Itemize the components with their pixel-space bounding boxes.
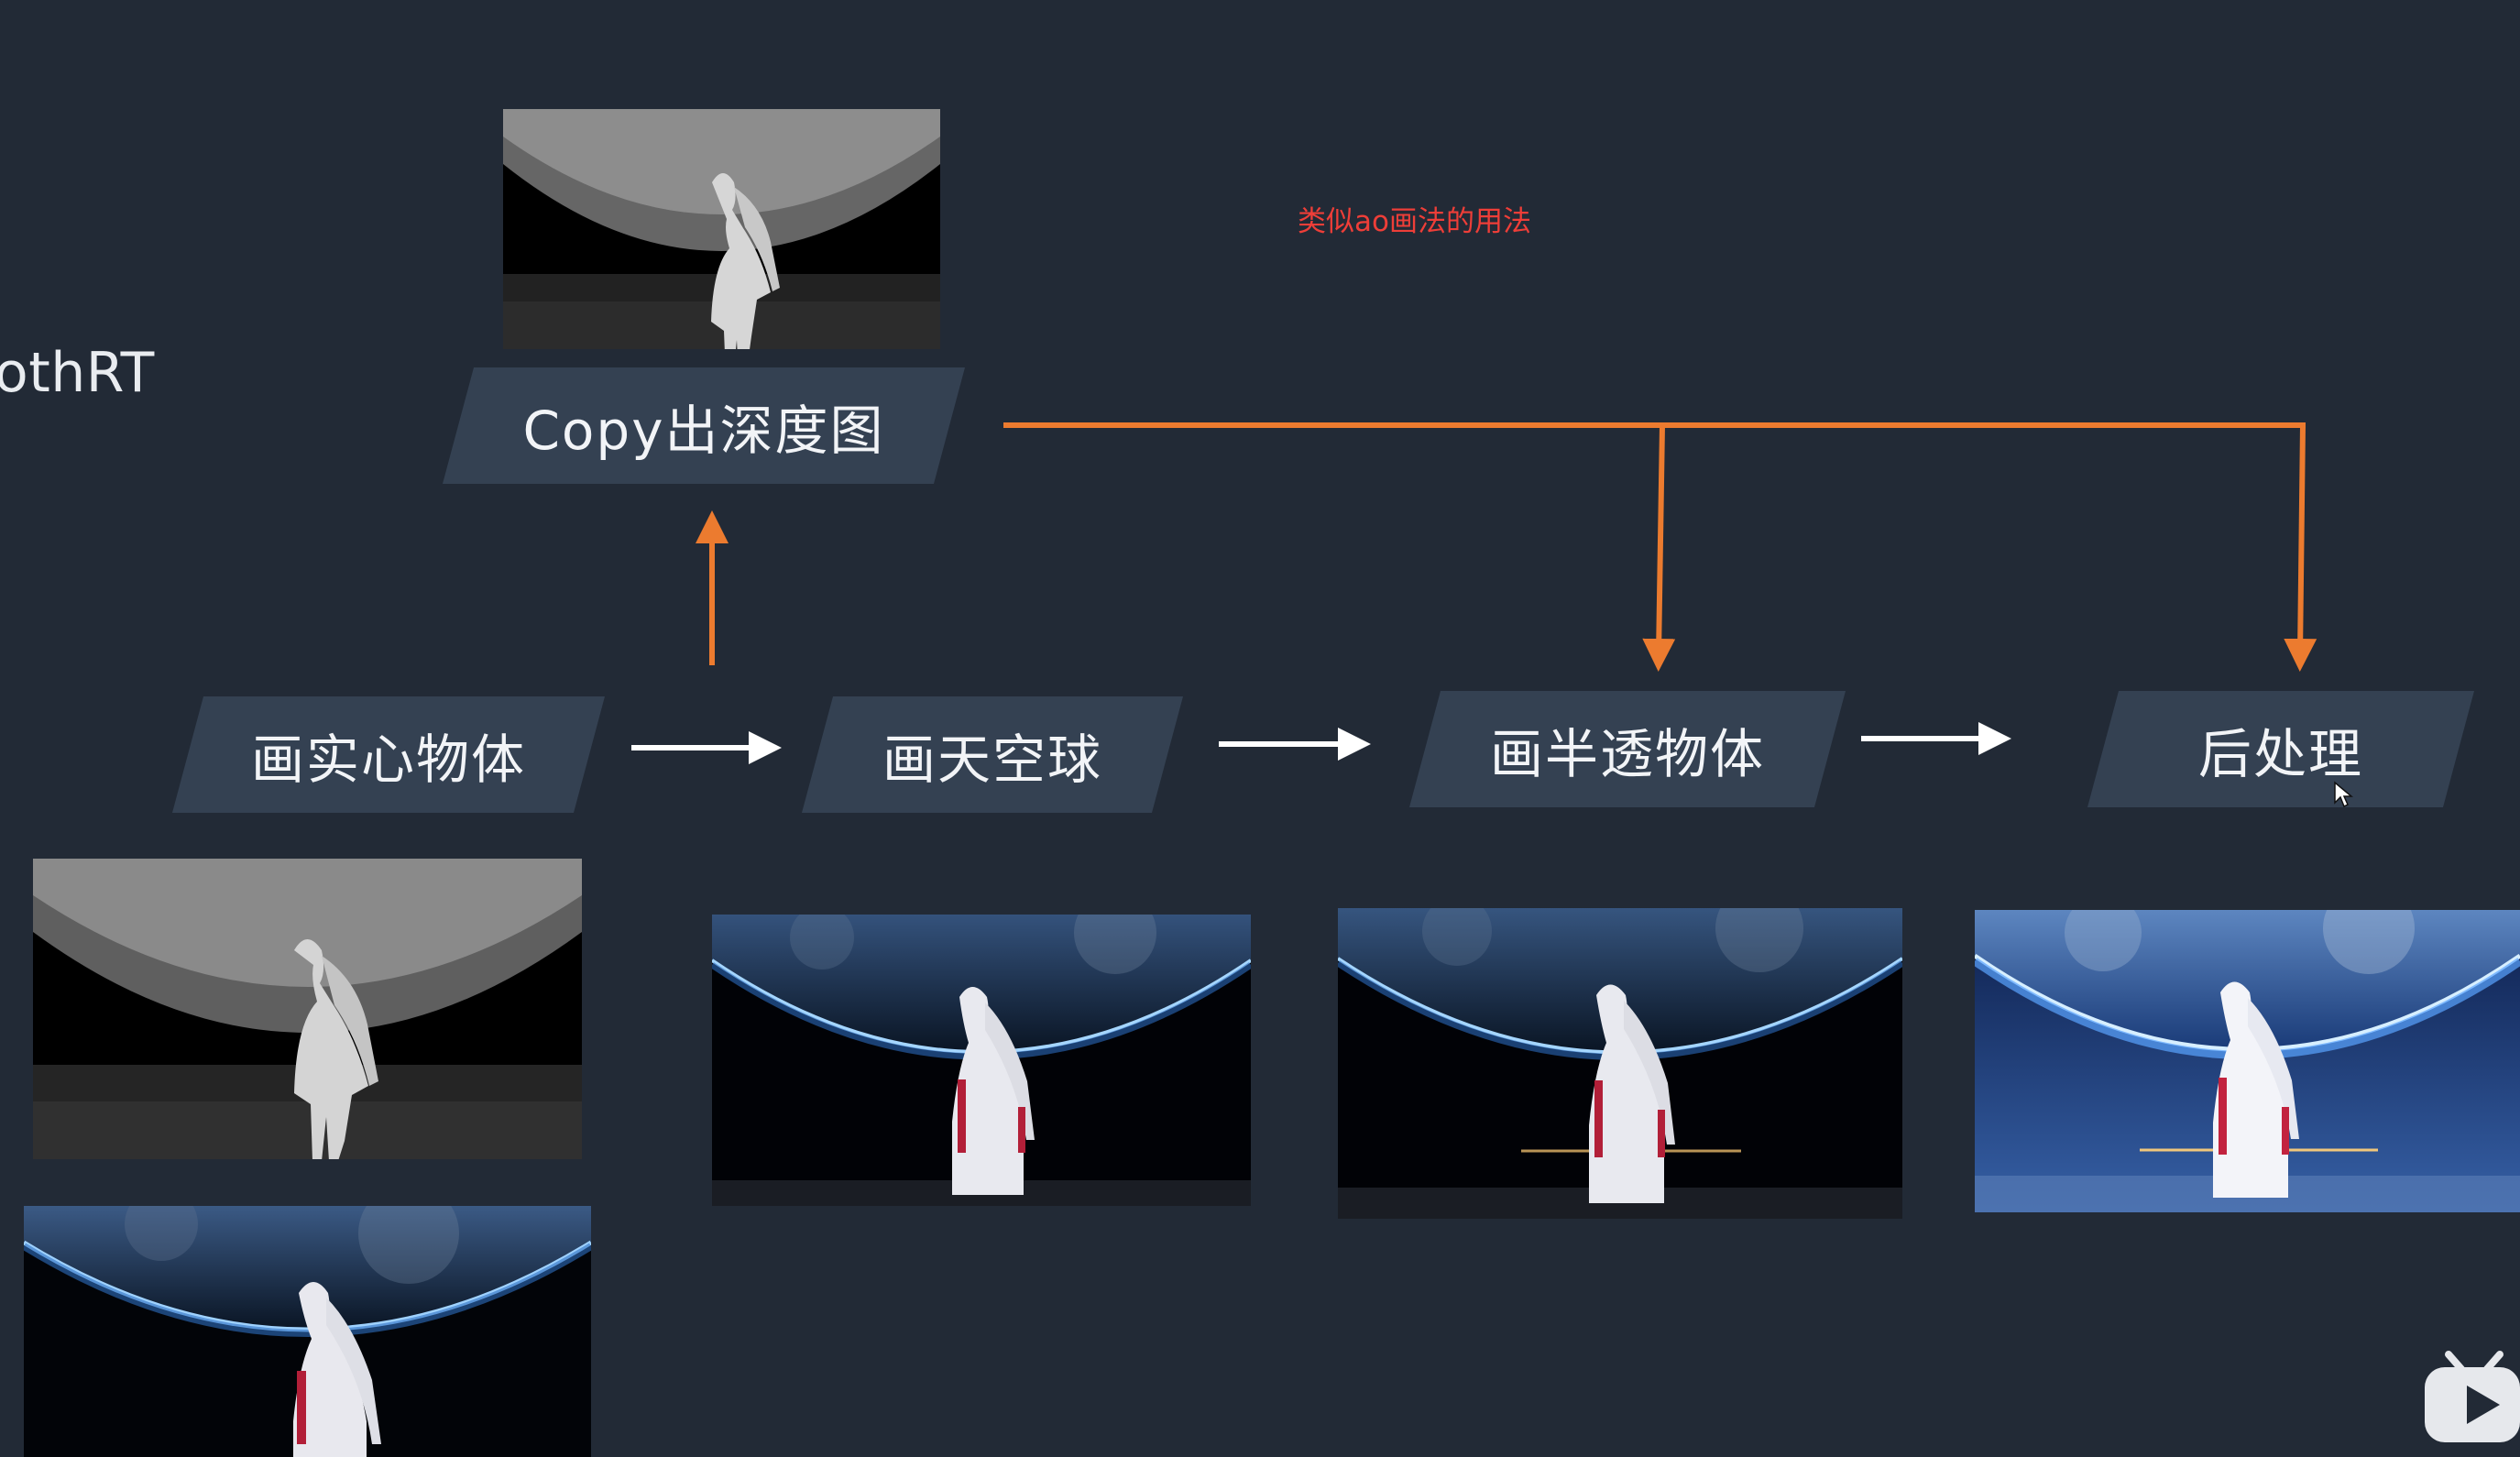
video-watermark-icon [2425,1351,2520,1442]
node-post-process: 后处理 [2087,691,2475,807]
node-draw-opaque: 画实心物体 [171,696,606,813]
post-process-render-thumbnail [1975,910,2520,1212]
transparent-render-thumbnail [1338,908,1902,1219]
skybox-render-thumbnail [712,915,1251,1206]
cut-off-label: othRT [0,341,155,405]
arrow-depth-to-transparent [1642,424,1676,672]
node-draw-transparent-label: 画半透物体 [1489,722,1765,785]
node-draw-opaque-label: 画实心物体 [250,728,526,791]
opaque-render-thumbnail [24,1206,591,1457]
node-draw-skybox-label: 画天空球 [882,728,1102,791]
node-copy-depth-label: Copy出深度图 [522,399,885,462]
depth-map-left-thumbnail [33,859,582,1159]
annotation-note: 类似ao画法的用法 [1298,205,1531,238]
node-copy-depth: Copy出深度图 [442,367,966,484]
node-post-process-label: 后处理 [2197,722,2363,785]
node-draw-transparent: 画半透物体 [1408,691,1846,807]
depth-map-top-thumbnail [503,109,940,349]
arrow-depth-to-post-process [2284,424,2317,672]
mouse-cursor-icon [2334,781,2353,808]
node-draw-skybox: 画天空球 [801,696,1184,813]
